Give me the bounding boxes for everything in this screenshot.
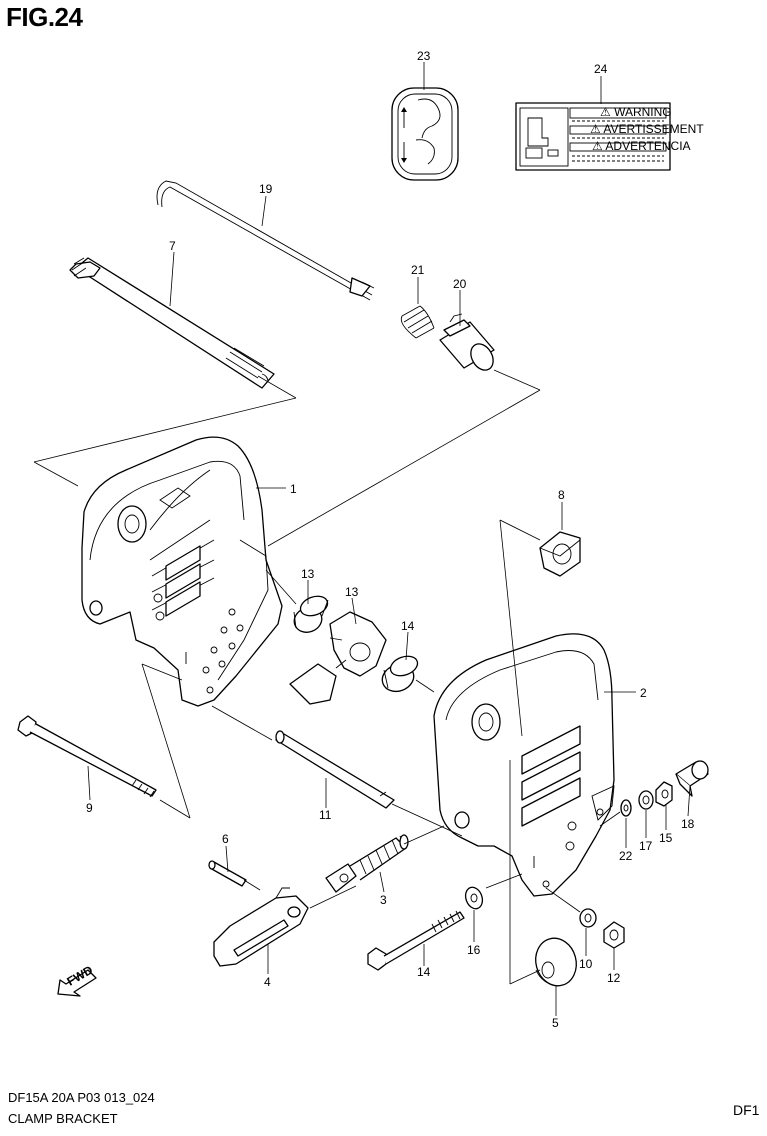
callout-14b: 14 xyxy=(401,619,415,633)
callout-11: 11 xyxy=(319,808,332,822)
nut-16 xyxy=(655,781,673,807)
washer-10 xyxy=(579,908,597,928)
callout-5: 5 xyxy=(552,1016,559,1030)
spring-22 xyxy=(400,305,435,339)
plunger-21 xyxy=(439,313,495,371)
callout-1: 1 xyxy=(290,482,297,496)
callout-24: 23 xyxy=(417,49,431,63)
bushing-14b xyxy=(381,655,419,693)
callout-23: 22 xyxy=(619,849,633,863)
tube-11 xyxy=(275,730,395,809)
washer-18 xyxy=(638,790,654,810)
fwd-arrow-icon: FWD xyxy=(57,963,97,997)
callout-10: 10 xyxy=(579,957,593,971)
callout-19: 18 xyxy=(681,817,695,831)
washer-17 xyxy=(464,886,484,910)
pin-6 xyxy=(208,860,247,887)
warning-label-25: ⚠ WARNING ⚠ AVERTISSEMENT ⚠ ADVERTENCIA xyxy=(515,102,704,171)
callout-15: 14 xyxy=(417,965,431,979)
cap-19 xyxy=(675,760,709,797)
clamp-bracket-1 xyxy=(81,436,283,707)
callout-6: 6 xyxy=(222,832,229,846)
clamp-bracket-2 xyxy=(433,633,615,897)
footer-section-name: CLAMP BRACKET xyxy=(8,1111,118,1126)
callout-20: 19 xyxy=(259,182,273,196)
decal-24 xyxy=(391,87,459,181)
figure-title: FIG.24 xyxy=(6,2,83,32)
leader-lines xyxy=(87,62,691,1016)
callout-3: 3 xyxy=(380,893,387,907)
shaft-7 xyxy=(69,257,275,389)
callout-8: 8 xyxy=(558,488,565,502)
nut-12 xyxy=(603,921,625,949)
lever-4 xyxy=(213,887,309,967)
callout-25: 24 xyxy=(594,62,608,76)
callout-18: 17 xyxy=(639,839,653,853)
callout-numbers: 23 24 19 7 21 20 1 8 13 13 14 2 9 11 18 … xyxy=(86,49,695,1030)
callout-17: 16 xyxy=(467,943,481,957)
bushing-14a xyxy=(293,595,329,633)
callout-21: 20 xyxy=(453,277,467,291)
corner-code: DF1 xyxy=(733,1102,760,1118)
footer-model-code: DF15A 20A P03 013_024 xyxy=(8,1090,155,1105)
assembly-lines xyxy=(33,369,621,985)
tilt-lever-13 xyxy=(289,611,387,705)
bolt-15 xyxy=(367,910,465,971)
callout-9: 9 xyxy=(86,801,93,815)
decal-line-avertissement: ⚠ AVERTISSEMENT xyxy=(590,122,704,136)
callout-14a: 13 xyxy=(301,567,315,581)
adjust-rod-3 xyxy=(325,834,409,893)
callout-13: 13 xyxy=(345,585,359,599)
callout-7: 7 xyxy=(169,239,176,253)
nut-8 xyxy=(539,531,581,577)
callout-16: 15 xyxy=(659,831,673,845)
bolt-9 xyxy=(17,715,157,798)
callout-2: 2 xyxy=(640,686,647,700)
rod-20 xyxy=(156,180,375,301)
decal-line-warning: ⚠ WARNING xyxy=(600,105,672,119)
callout-22: 21 xyxy=(411,263,425,277)
callout-12: 12 xyxy=(607,971,621,985)
decal-line-advertencia: ⚠ ADVERTENCIA xyxy=(592,139,691,153)
pad-5 xyxy=(535,937,577,987)
callout-4: 4 xyxy=(264,975,271,989)
washer-23 xyxy=(620,799,632,817)
